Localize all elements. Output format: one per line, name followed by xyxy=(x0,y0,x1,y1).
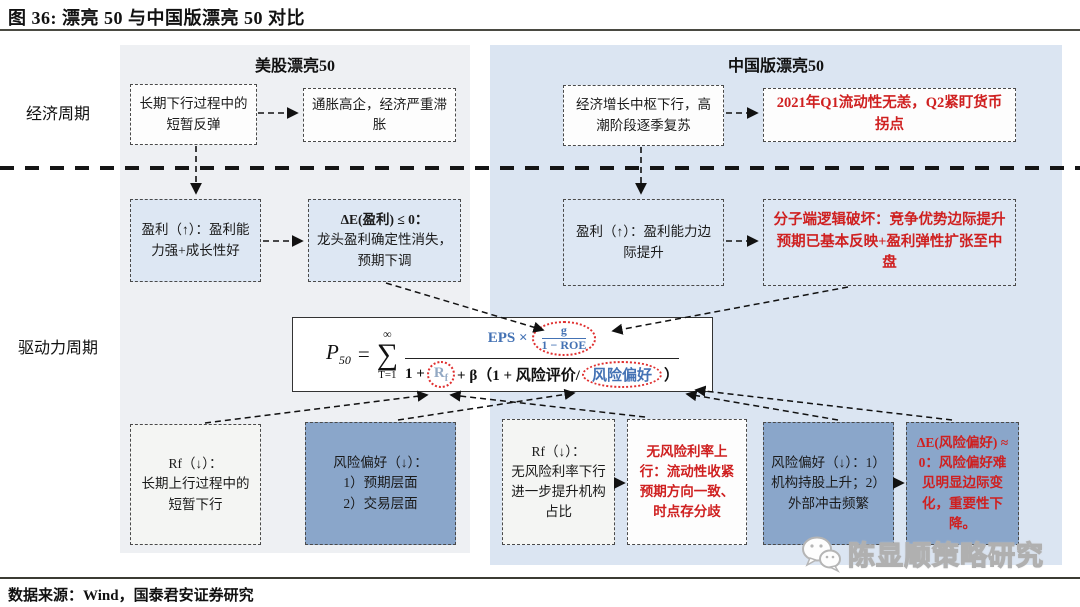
p50-valuation-formula: P50 = ∞ ∑ T=1 EPS × g 1 − ROE 1 + xyxy=(292,317,713,392)
box-us-rf: Rf（↓）： 长期上行过程中的短暂下行 xyxy=(130,424,261,545)
us-column-header: 美股漂亮50 xyxy=(254,58,335,75)
row-label-driver-cycle: 驱动力周期 xyxy=(18,340,99,357)
box-us-econ-rebound: 长期下行过程中的短暂反弹 xyxy=(130,84,257,145)
formula-one-minus-roe: 1 − ROE xyxy=(541,338,587,352)
formula-p-sub: 50 xyxy=(338,353,351,368)
rf-term-highlight-circle: Rf xyxy=(426,360,456,388)
cn-column-header: 中国版漂亮50 xyxy=(727,58,824,75)
box-us-risk-pref: 风险偏好（↓）： 1）预期层面 2）交易层面 xyxy=(305,422,456,545)
box-cn-rf: Rf（↓）： 无风险利率下行进一步提升机构占比 xyxy=(502,419,615,545)
growth-term-highlight-ellipse: g 1 − ROE xyxy=(531,321,597,356)
source-divider xyxy=(0,577,1080,579)
watermark: 陈显顺策略研究 xyxy=(800,534,1044,573)
formula-equals: = xyxy=(357,342,370,366)
fraction-bar xyxy=(405,357,679,359)
risk-pref-highlight-ellipse: 风险偏好 xyxy=(581,360,662,388)
formula-denominator: 1 + Rf + β（1 + 风险评价/ 风险偏好 ） xyxy=(405,360,679,388)
box-us-profit-delta: ΔE(盈利) ≤ 0： 龙头盈利确定性消失，预期下调 xyxy=(308,199,461,282)
watermark-text: 陈显顺策略研究 xyxy=(847,540,1044,571)
formula-eps: EPS × xyxy=(487,330,528,346)
wechat-icon xyxy=(802,536,841,573)
box-cn-profit-delta: 分子端逻辑破坏：竞争优势边际提升预期已基本反映+盈利弹性扩张至中盘 xyxy=(763,199,1016,286)
box-cn-risk-pref: 风险偏好（↓）：1）机构持股上升；2）外部冲击频繁 xyxy=(763,422,894,545)
row-label-economic-cycle: 经济周期 xyxy=(26,106,91,123)
title-divider xyxy=(0,29,1080,31)
box-cn-rf-up: 无风险利率上行：流动性收紧预期方向一致、时点存分歧 xyxy=(627,419,747,545)
box-cn-econ-liquidity: 2021年Q1流动性无恙，Q2紧盯货币拐点 xyxy=(763,88,1016,142)
box-cn-profit: 盈利（↑）：盈利能力边际提升 xyxy=(563,199,724,286)
formula-numerator: EPS × g 1 − ROE xyxy=(488,321,597,356)
cycle-divider-dashed-line xyxy=(0,166,1080,170)
box-cn-econ-recovery: 经济增长中枢下行，高潮阶段逐季复苏 xyxy=(563,85,724,146)
formula-p: P xyxy=(325,340,339,365)
summation-symbol: ∞ ∑ T=1 xyxy=(376,327,399,381)
formula-g: g xyxy=(560,323,567,338)
figure-title: 图 36: 漂亮 50 与中国版漂亮 50 对比 xyxy=(8,8,305,28)
data-source: 数据来源：Wind，国泰君安证券研究 xyxy=(8,588,254,604)
box-us-econ-stagflation: 通胀高企，经济严重滞胀 xyxy=(303,88,456,142)
box-cn-risk-pref-delta: ΔE(风险偏好) ≈ 0：风险偏好难见明显边际变化，重要性下降。 xyxy=(906,422,1019,545)
box-us-profit: 盈利（↑）：盈利能力强+成长性好 xyxy=(130,199,261,282)
formula-fraction: EPS × g 1 − ROE 1 + Rf + β（1 + 风险评价/ 风险偏… xyxy=(405,321,679,388)
